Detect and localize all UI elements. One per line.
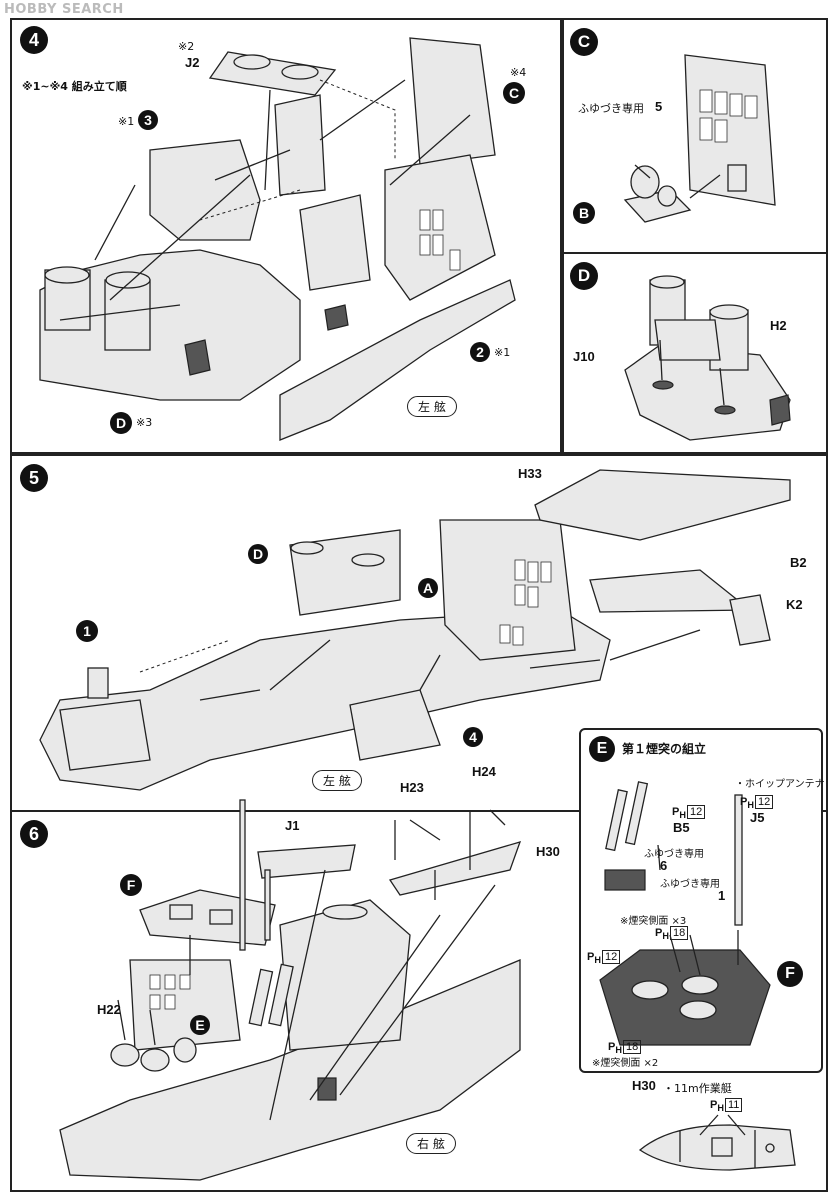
panel-e-drawing (599, 781, 771, 1046)
step5-a-marker: A (418, 578, 438, 598)
step6-drawing (59, 799, 522, 1181)
step5-h33: H33 (518, 466, 542, 481)
step5-number: 5 (20, 464, 48, 492)
watermark: HOBBY SEARCH (4, 2, 124, 17)
panel-c-drawing (623, 54, 776, 223)
step4-d-marker: D (110, 412, 132, 434)
panel-d-h2: H2 (770, 318, 787, 333)
panel-e-fuyuzuki2: ふゆづき専用 (660, 879, 720, 890)
step5-port-side: 左 舷 (312, 770, 362, 791)
panel-d-j10: J10 (573, 349, 595, 364)
panel-e-title: 第１煙突の組立 (622, 742, 707, 756)
panel-c-fuyuzuki: ふゆづき専用 (578, 102, 644, 115)
panel-h30-desc: ・11m作業艇 (663, 1082, 732, 1095)
step5-part-1: 1 (76, 620, 98, 642)
step6-h30: H30 (536, 844, 560, 859)
step5-d-marker: D (248, 544, 268, 564)
panel-e-b5: B5 (673, 820, 690, 835)
step4-part-3: 3 (138, 110, 158, 130)
step6-j1: J1 (285, 818, 300, 833)
panel-d-drawing (624, 275, 791, 441)
panel-c-letter: C (570, 28, 598, 56)
step5-drawing (39, 469, 791, 791)
panel-e-j5: J5 (750, 810, 765, 825)
step4-mark2: ※2 (178, 40, 195, 53)
step6-e-marker: E (190, 1015, 210, 1035)
panel-c-part5: 5 (655, 99, 663, 114)
step6-starboard-side: 右 舷 (406, 1133, 456, 1154)
step4-mark1: ※1 (118, 115, 135, 128)
panel-e-fuyuzuki: ふゆづき専用 (644, 849, 704, 860)
panel-h30-title: H30 (632, 1078, 656, 1093)
panel-e-smoke2: ※煙突側面 ×2 (592, 1058, 659, 1069)
step4-number: 4 (20, 26, 48, 54)
step4-drawing (39, 37, 516, 441)
step4-part-2: 2 (470, 342, 490, 362)
panel-e-letter: E (589, 736, 615, 762)
step4-order-note: ※1~※4 組み立て順 (22, 80, 127, 93)
step4-c-marker: C (503, 82, 525, 104)
panel-h30-drawing (638, 1114, 796, 1171)
step4-mark4: ※4 (510, 66, 527, 79)
panel-c-b-marker: B (573, 202, 595, 224)
step4-port-side: 左 舷 (407, 396, 457, 417)
step4-mark1b: ※1 (494, 346, 511, 359)
step6-h22: H22 (97, 1002, 121, 1017)
step6-f-marker: F (120, 874, 142, 896)
step6-h24: H24 (472, 764, 496, 779)
panel-e-whip: ・ホイップアンテナ (735, 779, 825, 790)
panel-e-f-marker: F (777, 961, 803, 987)
step6-number: 6 (20, 820, 48, 848)
step5-part-4: 4 (463, 727, 483, 747)
panel-e-part1: 1 (718, 888, 726, 903)
step4-j2-label: J2 (185, 55, 200, 70)
panel-d-letter: D (570, 262, 598, 290)
panel-e-part6: 6 (660, 858, 668, 873)
panel-e-smoke3: ※煙突側面 ×3 (620, 916, 687, 927)
step4-mark3: ※3 (136, 416, 153, 429)
step6-h23: H23 (400, 780, 424, 795)
step5-k2: K2 (786, 597, 803, 612)
step5-b2: B2 (790, 555, 807, 570)
